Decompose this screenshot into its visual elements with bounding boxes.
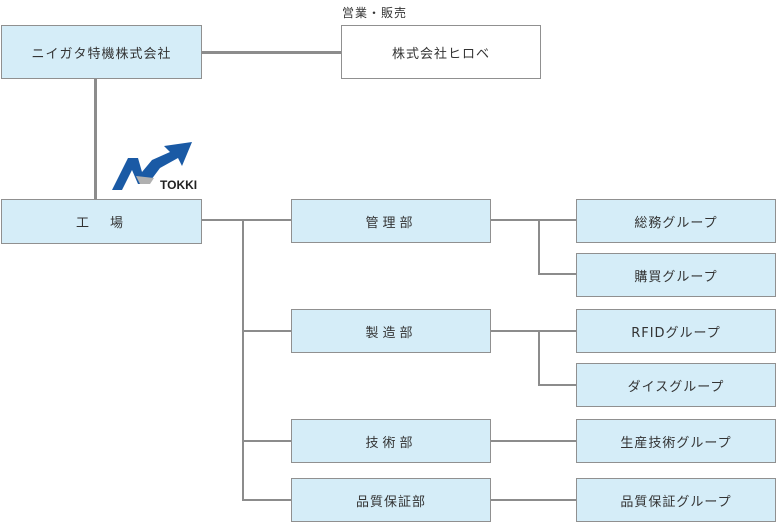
connector-gijutsu-group xyxy=(491,440,577,442)
group-somu-box: 総務グループ xyxy=(576,199,776,243)
connector-to-hinshitsu xyxy=(242,499,292,501)
dept-gijutsu-box: 技術部 xyxy=(291,419,491,463)
connector-hinshitsu-group xyxy=(491,499,577,501)
connector-to-kobai xyxy=(538,273,577,275)
connector-to-seizo xyxy=(242,330,292,332)
company-box: ニイガタ特機株式会社 xyxy=(1,25,202,79)
dept-kanri-box: 管理部 xyxy=(291,199,491,243)
connector-seizo-spine xyxy=(538,330,540,385)
group-seisan-gijutsu-box: 生産技術グループ xyxy=(576,419,776,463)
tokki-logo-icon: TOKKI xyxy=(112,142,197,192)
connector-company-factory xyxy=(94,78,97,200)
connector-dept-spine xyxy=(242,219,244,500)
connector-kanri-groups xyxy=(491,219,577,221)
connector-to-dice xyxy=(538,384,577,386)
connector-kanri-spine xyxy=(538,219,540,274)
tokki-logo: TOKKI xyxy=(108,140,224,192)
factory-box: 工 場 xyxy=(1,199,202,244)
group-kobai-box: 購買グループ xyxy=(576,253,776,297)
dept-seizo-box: 製造部 xyxy=(291,309,491,353)
partner-box: 株式会社ヒロベ xyxy=(341,25,541,79)
sales-caption: 営業・販売 xyxy=(342,6,408,20)
group-dice-box: ダイスグループ xyxy=(576,363,776,407)
connector-company-partner xyxy=(202,51,342,54)
connector-to-gijutsu xyxy=(242,440,292,442)
group-rfid-box: RFIDグループ xyxy=(576,309,776,353)
dept-hinshitsu-box: 品質保証部 xyxy=(291,478,491,522)
group-hinshitsu-hosho-box: 品質保証グループ xyxy=(576,478,776,522)
logo-text: TOKKI xyxy=(160,178,197,192)
connector-seizo-groups xyxy=(491,330,577,332)
connector-factory-trunk xyxy=(202,219,292,221)
